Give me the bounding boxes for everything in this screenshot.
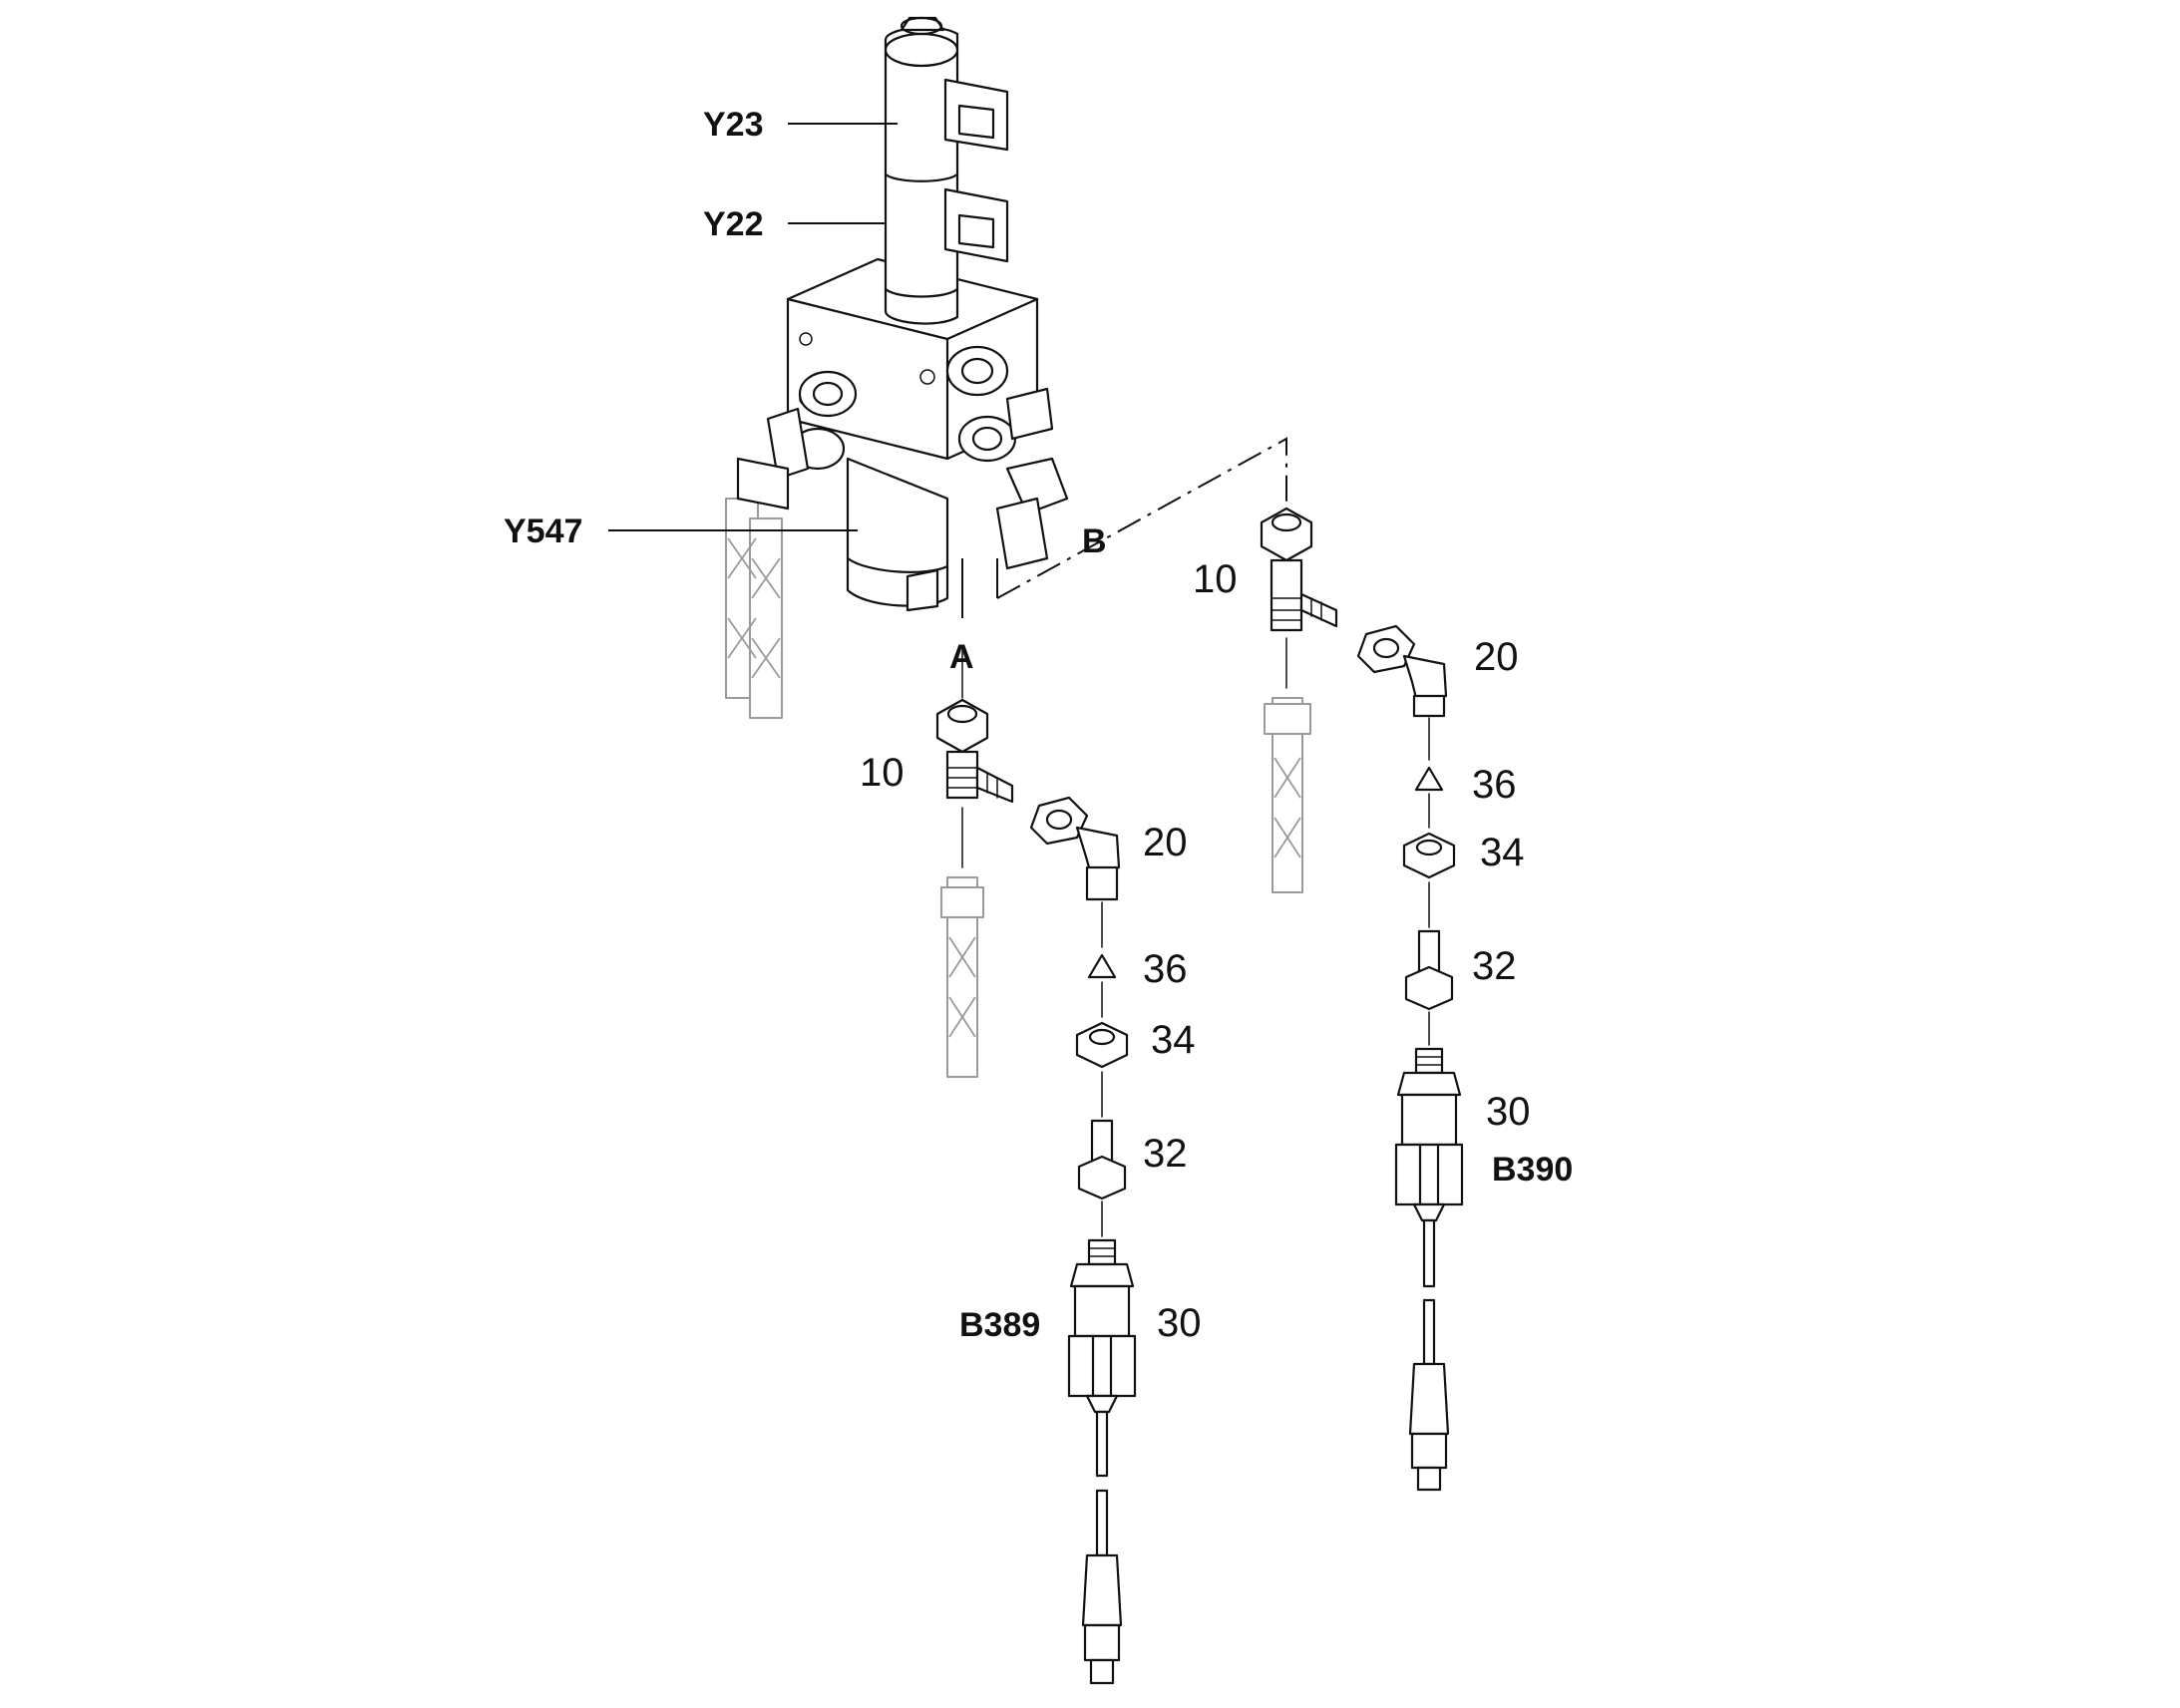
label-left-10: 10 — [860, 751, 905, 795]
label-y22: Y22 — [703, 205, 764, 243]
label-right-30: 30 — [1486, 1090, 1531, 1134]
label-left-34: 34 — [1151, 1018, 1196, 1062]
nut-34-left — [1075, 1021, 1129, 1069]
elbow-fitting-right — [1356, 624, 1448, 718]
block-fittings — [736, 345, 1069, 570]
label-right-32: 32 — [1472, 944, 1517, 988]
valve-block-assembly — [725, 16, 1069, 719]
label-left-32: 32 — [1143, 1132, 1188, 1176]
right-branch-b — [1260, 507, 1464, 1492]
ferrule-36-right — [1414, 766, 1444, 792]
label-left-30: 30 — [1157, 1301, 1202, 1345]
label-y547: Y547 — [504, 512, 582, 550]
tee-fitting-left — [935, 698, 1014, 804]
label-b389: B389 — [959, 1306, 1040, 1344]
ferrule-36-left — [1087, 953, 1117, 979]
label-right-10: 10 — [1193, 557, 1238, 601]
adapter-32-right — [1404, 929, 1454, 1011]
adapter-32-left — [1077, 1119, 1127, 1200]
label-a: A — [949, 638, 974, 676]
left-branch-a — [935, 647, 1137, 1685]
label-b: B — [1082, 522, 1107, 560]
label-right-36: 36 — [1472, 763, 1517, 807]
sensor-b390 — [1394, 1047, 1464, 1492]
label-left-20: 20 — [1143, 821, 1188, 864]
nut-34-right — [1402, 832, 1456, 879]
label-right-20: 20 — [1474, 635, 1519, 679]
sensor-b389 — [1067, 1238, 1137, 1685]
label-y23: Y23 — [703, 106, 764, 144]
tee-fitting-right — [1260, 507, 1338, 632]
grey-hoses — [725, 498, 783, 719]
label-b390: B390 — [1492, 1151, 1573, 1189]
elbow-fitting-left — [1029, 796, 1121, 901]
label-right-34: 34 — [1480, 831, 1525, 874]
label-left-36: 36 — [1143, 947, 1188, 991]
